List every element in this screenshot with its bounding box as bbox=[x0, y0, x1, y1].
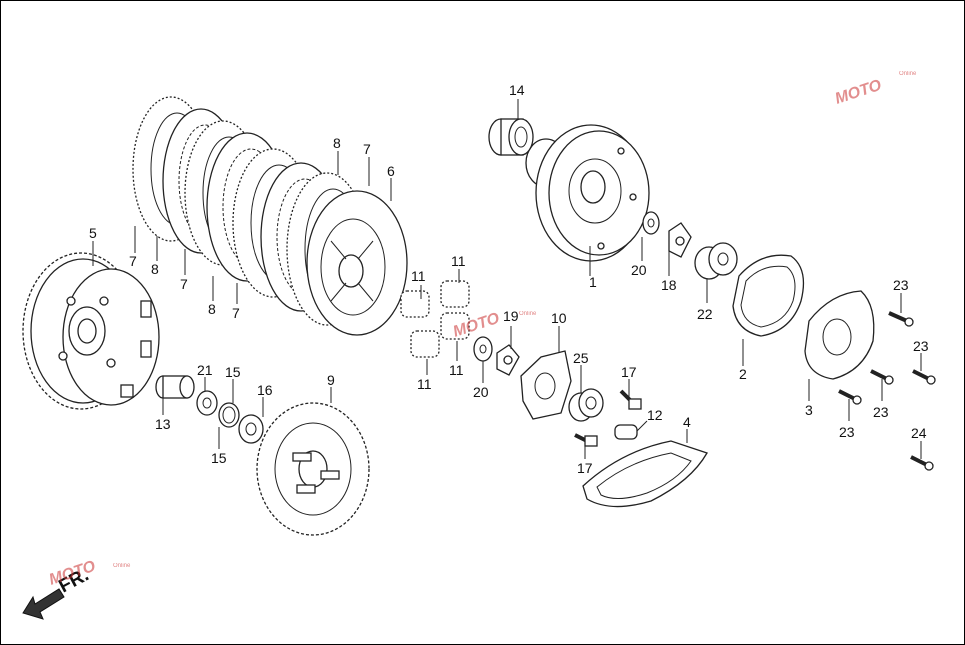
callout-7: 7 bbox=[232, 305, 240, 321]
callout-7: 7 bbox=[363, 141, 371, 157]
callout-11: 11 bbox=[451, 253, 466, 269]
clutch-cover bbox=[804, 290, 875, 380]
callout-20: 20 bbox=[473, 384, 489, 400]
svg-text:MOTO: MOTO bbox=[833, 77, 884, 108]
callout-9: 9 bbox=[327, 372, 335, 388]
callout-11: 11 bbox=[449, 362, 464, 378]
callout-7: 7 bbox=[129, 253, 137, 269]
svg-text:Online: Online bbox=[113, 563, 131, 569]
svg-text:Online: Online bbox=[519, 311, 537, 317]
pin bbox=[614, 424, 638, 440]
collar bbox=[155, 375, 195, 399]
callout-21: 21 bbox=[197, 362, 213, 378]
callout-8: 8 bbox=[333, 135, 341, 151]
callout-23: 23 bbox=[913, 338, 929, 354]
bolt bbox=[838, 389, 862, 405]
needle-bearing bbox=[488, 118, 534, 156]
clutch-spring bbox=[400, 290, 430, 318]
washer bbox=[642, 211, 660, 235]
callout-20: 20 bbox=[631, 262, 647, 278]
callout-23: 23 bbox=[893, 277, 909, 293]
clutch-spring bbox=[410, 330, 440, 358]
washer bbox=[196, 390, 218, 416]
clutch-outer-housing bbox=[22, 252, 160, 410]
callout-14: 14 bbox=[509, 82, 525, 98]
callout-13: 13 bbox=[155, 416, 171, 432]
callout-5: 5 bbox=[89, 225, 97, 241]
gasket bbox=[732, 254, 805, 337]
callout-23: 23 bbox=[839, 424, 855, 440]
callout-8: 8 bbox=[208, 301, 216, 317]
callout-10: 10 bbox=[551, 310, 567, 326]
callout-7: 7 bbox=[180, 276, 188, 292]
flange-bolt bbox=[619, 389, 642, 410]
clutch-spring bbox=[440, 312, 470, 340]
callout-15: 15 bbox=[225, 364, 241, 380]
callout-23: 23 bbox=[873, 404, 889, 420]
clutch-inner-boss bbox=[256, 402, 370, 536]
lifter-plate bbox=[520, 350, 572, 420]
callout-18: 18 bbox=[661, 277, 677, 293]
callout-11: 11 bbox=[417, 376, 432, 392]
bolt bbox=[888, 311, 914, 327]
callout-3: 3 bbox=[805, 402, 813, 418]
arrow-icon bbox=[22, 588, 65, 620]
callout-11: 11 bbox=[411, 268, 426, 284]
lock-washer bbox=[496, 344, 520, 376]
callout-16: 16 bbox=[257, 382, 273, 398]
callout-1: 1 bbox=[589, 274, 597, 290]
callout-24: 24 bbox=[911, 425, 927, 441]
watermark-logo: MOTO Online bbox=[833, 71, 917, 108]
callout-2: 2 bbox=[739, 366, 747, 382]
lifter-bearing bbox=[568, 388, 604, 422]
flange-bolt bbox=[574, 433, 598, 447]
callout-22: 22 bbox=[697, 306, 713, 322]
bushing bbox=[694, 242, 738, 280]
clutch-center-hub bbox=[525, 124, 650, 262]
bolt bbox=[912, 369, 936, 385]
lock-washer bbox=[668, 222, 692, 258]
callout-17: 17 bbox=[621, 364, 637, 380]
callout-25: 25 bbox=[573, 350, 589, 366]
pressure-plate bbox=[306, 190, 408, 336]
callout-15: 15 bbox=[211, 450, 227, 466]
oil-guide-plate bbox=[582, 440, 708, 508]
snap-ring bbox=[218, 402, 240, 428]
leader-lines bbox=[92, 99, 922, 459]
svg-text:Online: Online bbox=[899, 71, 917, 77]
washer bbox=[473, 336, 493, 362]
washer bbox=[238, 414, 264, 444]
clutch-spring bbox=[440, 280, 470, 308]
callout-4: 4 bbox=[683, 414, 691, 430]
bolt bbox=[910, 455, 934, 471]
callout-8: 8 bbox=[151, 261, 159, 277]
callout-19: 19 bbox=[503, 308, 519, 324]
callout-6: 6 bbox=[387, 163, 395, 179]
bolt bbox=[870, 369, 894, 385]
callout-12: 12 bbox=[647, 407, 663, 423]
callout-17: 17 bbox=[577, 460, 593, 476]
